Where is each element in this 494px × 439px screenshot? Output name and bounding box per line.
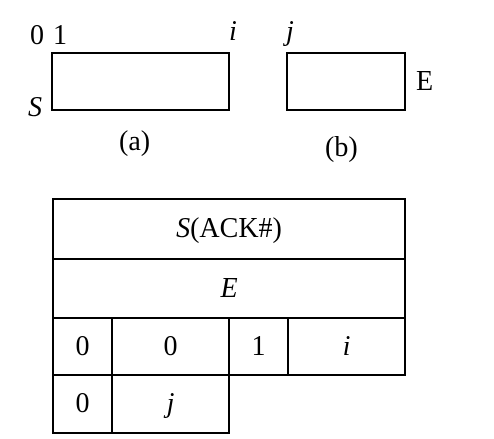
table-cell: 1 bbox=[228, 317, 289, 376]
table-cell: 0 bbox=[52, 317, 113, 376]
cell-text: 0 bbox=[75, 330, 90, 362]
table-row-ack-cell: S(ACK#) bbox=[52, 198, 406, 260]
fig-a-label-0: 0 bbox=[30, 20, 44, 51]
ack-suffix-text: (ACK#) bbox=[190, 213, 282, 244]
cell-text: 1 bbox=[251, 330, 266, 362]
fig-a-label-1: 1 bbox=[53, 20, 67, 51]
fig-b-label-e: E bbox=[416, 66, 434, 97]
fig-b-label-j: j bbox=[286, 16, 294, 47]
cell-text: 0 bbox=[163, 330, 178, 362]
fig-a-rectangle bbox=[51, 52, 230, 111]
table-cell: j bbox=[111, 374, 230, 434]
table-cell: 0 bbox=[111, 317, 230, 376]
fig-a-label-i: i bbox=[229, 16, 237, 47]
fig-a-label-s: S bbox=[28, 92, 42, 123]
table-cell: i bbox=[287, 317, 406, 376]
table-cell: 0 bbox=[52, 374, 113, 434]
fig-a-caption: (a) bbox=[119, 126, 151, 157]
ack-s-text: S bbox=[176, 213, 191, 244]
fig-b-rectangle bbox=[286, 52, 406, 111]
e-text: E bbox=[220, 272, 238, 304]
table-row-e-cell: E bbox=[52, 258, 406, 319]
cell-text: 0 bbox=[75, 388, 90, 419]
cell-text: j bbox=[166, 388, 175, 419]
cell-text: i bbox=[342, 330, 351, 362]
fig-b-caption: (b) bbox=[325, 132, 358, 163]
